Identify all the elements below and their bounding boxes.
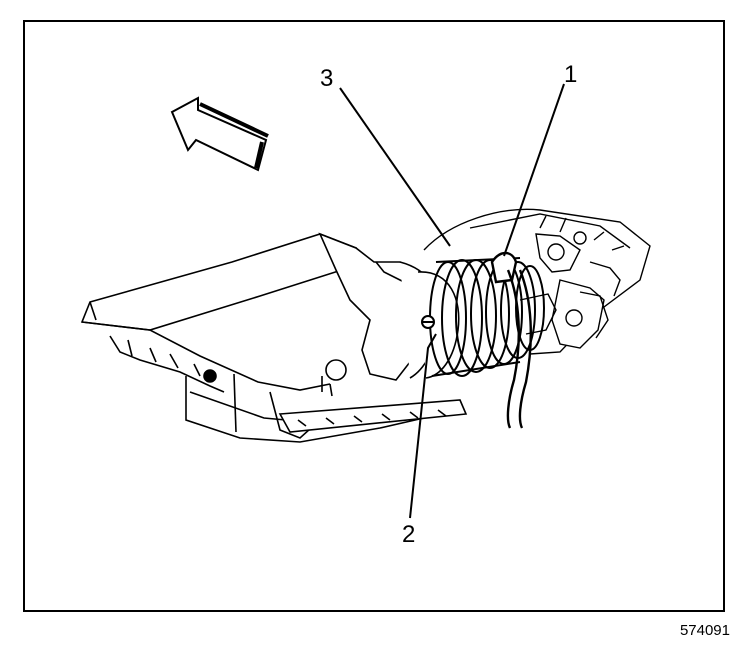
callout-label-3: 3 [320,65,333,92]
callout-label-2: 2 [402,521,415,548]
throttle-body-area [423,208,651,355]
leader-line-2 [409,333,437,519]
leader-lines [339,83,565,519]
leader-line-1 [503,83,565,257]
leader-line-3 [339,87,451,247]
forward-arrow-icon [170,96,269,172]
air-cleaner-housing [80,233,468,443]
figure-number: 574091 [679,622,730,639]
figure-border [23,20,725,612]
callout-label-1: 1 [564,61,577,88]
sensor-harness [490,251,532,429]
intake-duct [318,232,460,381]
